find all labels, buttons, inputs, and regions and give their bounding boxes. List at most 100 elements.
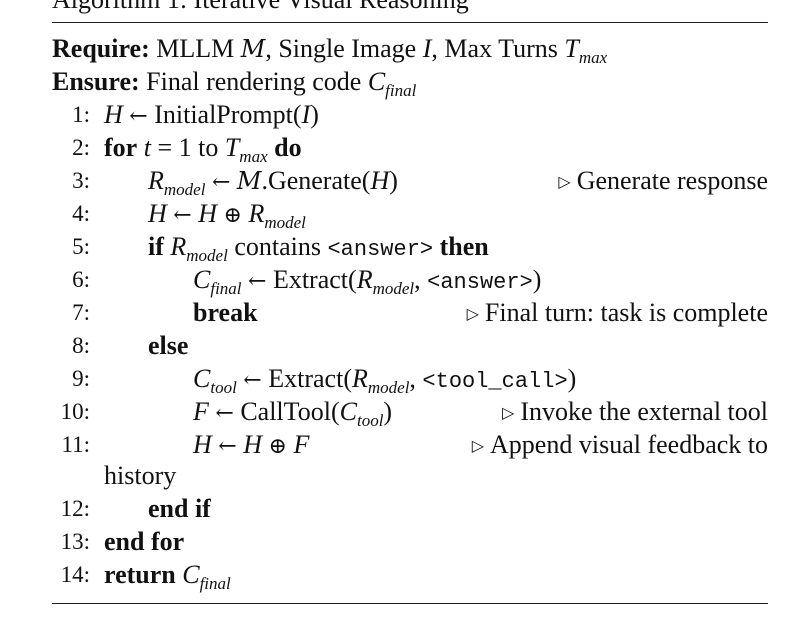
algo-line-13: 13: end for xyxy=(0,525,786,558)
assign-arrow: ← xyxy=(211,170,231,195)
var-i: I xyxy=(301,100,311,129)
algo-line-6: 6: Cfinal ← Extract(Rmodel, <answer>) xyxy=(0,263,786,298)
oplus-operator: ⊕ xyxy=(223,203,242,228)
kw-end-for: end for xyxy=(104,527,185,556)
line-number: 6: xyxy=(72,267,90,292)
var-h: H xyxy=(104,100,123,129)
algo-line-11-continuation: history xyxy=(0,459,786,492)
fn-extract: Extract xyxy=(272,265,349,294)
var-c-tool-sub: tool xyxy=(356,411,384,430)
ensure-line: Ensure: Final rendering code Cfinal xyxy=(0,65,786,100)
comment-continuation: history xyxy=(104,461,177,490)
ensure-c-sub: final xyxy=(385,81,417,100)
fn-call-tool: CallTool xyxy=(240,397,331,426)
algo-line-5: 5: if Rmodel contains <answer> then xyxy=(0,230,786,265)
kw-for: for xyxy=(104,133,138,162)
var-h: H xyxy=(370,166,390,195)
require-text-a: MLLM xyxy=(156,34,235,63)
var-r-sub: model xyxy=(163,180,206,199)
fn-generate: .Generate xyxy=(261,166,362,195)
algo-line-1: 1: H ← InitialPrompt(I) xyxy=(0,98,786,131)
comment-line-11: ▷ Append visual feedback to xyxy=(472,428,768,463)
var-r-sub: model xyxy=(264,213,306,232)
require-tmax-base: T xyxy=(564,34,579,63)
algo-line-10: 10: F ← CallTool(Ctool) ▷Invoke the exte… xyxy=(0,395,786,430)
fn-initial-prompt: InitialPrompt xyxy=(154,100,293,129)
var-c-tool-sub: tool xyxy=(210,378,237,397)
var-f: F xyxy=(193,397,209,426)
algo-line-14: 14: return Cfinal xyxy=(0,558,786,593)
comment-text: Final turn: task is complete xyxy=(484,298,768,327)
assign-arrow: ← xyxy=(215,401,234,426)
comment-text: Generate response xyxy=(576,166,768,195)
line-number: 13: xyxy=(60,529,90,554)
tool-call-tag: <tool_call> xyxy=(422,369,568,394)
var-r-base: R xyxy=(170,232,187,261)
var-c-sub: final xyxy=(210,279,242,298)
algo-line-7: 7: break ▷ Final turn: task is complete xyxy=(0,296,786,329)
algo-line-8: 8: else xyxy=(0,329,786,362)
var-r-sub: model xyxy=(367,378,410,397)
comment-line-7: ▷ Final turn: task is complete xyxy=(467,296,768,331)
comment-triangle-icon: ▷ xyxy=(471,438,485,455)
require-keyword: Require: xyxy=(52,34,150,63)
var-t: t xyxy=(143,133,151,162)
assign-arrow: ← xyxy=(248,269,267,294)
comment-text: Append visual feedback to xyxy=(490,430,768,459)
var-r-sub: model xyxy=(186,246,228,265)
var-c-sub: final xyxy=(199,574,231,593)
comment-triangle-icon: ▷ xyxy=(502,405,515,422)
kw-then: then xyxy=(439,232,489,261)
var-h: H xyxy=(198,199,217,228)
comment-triangle-icon: ▷ xyxy=(466,306,479,323)
line-number: 3: xyxy=(72,168,90,193)
algo-line-12: 12: end if xyxy=(0,492,786,525)
var-r-sub: model xyxy=(372,279,415,298)
line-number: 12: xyxy=(60,496,90,521)
answer-tag: <answer> xyxy=(327,237,434,262)
assign-arrow: ← xyxy=(129,104,148,129)
line-number: 14: xyxy=(60,562,90,587)
var-c-base: C xyxy=(182,560,200,589)
var-model: M xyxy=(236,167,262,195)
assign-arrow: ← xyxy=(173,203,192,228)
var-h: H xyxy=(243,430,262,459)
ensure-c-base: C xyxy=(367,67,386,96)
line-number: 10: xyxy=(60,399,90,424)
algo-line-4: 4: H ← H ⊕ Rmodel xyxy=(0,197,786,232)
answer-tag: <answer> xyxy=(427,270,533,295)
require-line: Require: MLLM M, Single Image I, Max Tur… xyxy=(0,32,786,67)
line-number: 4: xyxy=(72,201,90,226)
kw-return: return xyxy=(104,560,176,589)
comment-triangle-icon: ▷ xyxy=(558,174,571,191)
comment-line-10: ▷Invoke the external tool xyxy=(502,395,768,430)
comment-line-3: ▷ Generate response xyxy=(558,164,768,199)
algo-line-9: 9: Ctool ← Extract(Rmodel, <tool_call>) xyxy=(0,362,786,397)
require-model-symbol: M xyxy=(240,35,266,63)
require-tmax-sub: max xyxy=(578,48,608,67)
line-number: 2: xyxy=(72,135,90,160)
for-range-text: = 1 to xyxy=(150,133,225,162)
kw-if: if xyxy=(148,232,164,261)
var-c-base: C xyxy=(339,397,357,426)
var-r-base: R xyxy=(351,364,368,393)
kw-break: break xyxy=(193,298,258,327)
line-number: 7: xyxy=(72,300,90,325)
var-c-base: C xyxy=(193,364,211,393)
var-c-base: C xyxy=(193,265,211,294)
top-rule xyxy=(52,22,768,23)
line-number: 11: xyxy=(61,432,90,457)
algo-line-3: 3: Rmodel ← M.Generate(H) ▷Generate resp… xyxy=(0,164,786,199)
var-r-base: R xyxy=(148,166,164,195)
assign-arrow: ← xyxy=(243,368,262,393)
var-f: F xyxy=(293,430,310,459)
assign-arrow: ← xyxy=(218,434,237,459)
algorithm-caption: Algorithm 1: Iterative Visual Reasoning xyxy=(52,0,469,15)
algo-line-2: 2: for t = 1 to Tmax do xyxy=(0,131,786,165)
oplus-operator: ⊕ xyxy=(268,434,287,459)
algo-line-11: 11: H ← H ⊕ F ▷Append visual feedback to xyxy=(0,428,786,461)
ensure-text: Final rendering code xyxy=(146,67,362,96)
bottom-rule xyxy=(52,603,768,604)
require-image-symbol: I xyxy=(422,34,432,63)
var-r-base: R xyxy=(248,199,265,228)
